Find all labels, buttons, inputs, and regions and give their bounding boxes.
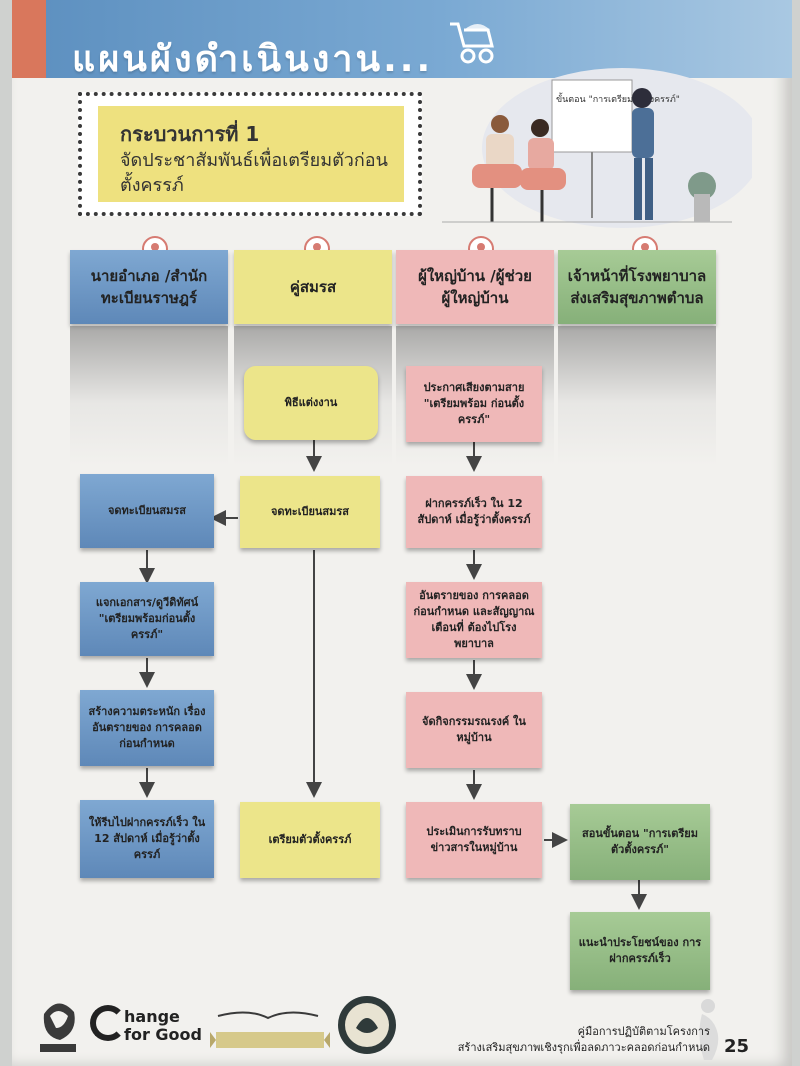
- page-title: แผนผังดำเนินงาน...: [72, 39, 434, 80]
- node-headman-campaign: จัดกิจกรรมรณรงค์ ในหมู่บ้าน: [406, 692, 542, 768]
- column-header-headman: ผู้ใหญ่บ้าน /ผู้ช่วยผู้ใหญ่บ้าน: [396, 250, 554, 324]
- manual-title-line1: คู่มือการปฏิบัติตามโครงการ: [577, 1025, 710, 1038]
- page-number: 25: [724, 1036, 750, 1057]
- process-description: จัดประชาสัมพันธ์เพื่อเตรียมตัวก่อนตั้งคร…: [120, 150, 388, 196]
- banner-accent-strip: [12, 0, 46, 78]
- node-registrar-marriage-registration: จดทะเบียนสมรส: [80, 474, 214, 548]
- node-headman-preterm-danger: อันตรายของ การคลอดก่อนกำหนด และสัญญาณเตื…: [406, 582, 542, 658]
- process-box: กระบวนการที่ 1 จัดประชาสัมพันธ์เพื่อเตรี…: [98, 106, 404, 202]
- process-title: กระบวนการที่ 1: [120, 122, 260, 146]
- node-registrar-distribute-documents: แจกเอกสาร/ดูวีดิทัศน์ "เตรียมพร้อมก่อนตั…: [80, 582, 214, 656]
- baby-stroller-icon: [450, 22, 494, 64]
- consultation-illustration: ขั้นตอน "การเตรียมตัวตั้งครรภ์": [442, 68, 752, 228]
- ribbon-banner-logo: [210, 1011, 330, 1048]
- node-health-recommend: แนะนำประโยชน์ของ การฝากครรภ์เร็ว: [570, 912, 710, 990]
- column-header-health-staff: เจ้าหน้าที่โรงพยาบาล ส่งเสริมสุขภาพตำบล: [558, 250, 716, 324]
- manual-page: แผนผังดำเนินงาน... กระบวนการที่ 1 จัดประ…: [12, 0, 792, 1066]
- node-headman-broadcast: ประกาศเสียงตามสาย "เตรียมพร้อม ก่อนตั้งค…: [406, 366, 542, 442]
- node-health-teach-steps: สอนขั้นตอน "การเตรียมตัวตั้งครรภ์": [570, 804, 710, 880]
- lane-shadow-health-staff: [558, 326, 716, 466]
- node-registrar-raise-awareness: สร้างความตระหนัก เรื่องอันตรายของ การคลอ…: [80, 690, 214, 766]
- node-couple-wedding: พิธีแต่งงาน: [244, 366, 378, 440]
- node-couple-marriage-registration: จดทะเบียนสมรส: [240, 476, 380, 548]
- node-headman-evaluate: ประเมินการรับทราบ ข่าวสารในหมู่บ้าน: [406, 802, 542, 878]
- node-couple-prepare-pregnancy: เตรียมตัวตั้งครรภ์: [240, 802, 380, 878]
- manual-title-line2: สร้างเสริมสุขภาพเชิงรุกเพื่อลดภาวะคลอดก่…: [457, 1041, 710, 1054]
- change-for-good-line1: hange: [124, 1007, 180, 1026]
- lane-shadow-registrar: [70, 326, 228, 466]
- government-seal-logo: [338, 996, 396, 1054]
- change-for-good-line2: for Good: [124, 1025, 202, 1044]
- organization-logo: [40, 1003, 76, 1052]
- header-banner: [12, 0, 792, 78]
- pregnant-silhouette-icon: [699, 999, 719, 1060]
- column-header-registrar: นายอำเภอ /สำนักทะเบียนราษฎร์: [70, 250, 228, 324]
- change-for-good-logo: hange for Good: [124, 1008, 202, 1044]
- change-for-good-c-icon: [90, 1005, 126, 1041]
- node-registrar-early-antenatal: ให้รีบไปฝากครรภ์เร็ว ใน 12 สัปดาห์ เมื่อ…: [80, 800, 214, 878]
- column-header-couple: คู่สมรส: [234, 250, 392, 324]
- manual-caption: คู่มือการปฏิบัติตามโครงการ สร้างเสริมสุข…: [432, 1024, 710, 1056]
- node-headman-early-antenatal: ฝากครรภ์เร็ว ใน 12 สัปดาห์ เมื่อรู้ว่าตั…: [406, 476, 542, 548]
